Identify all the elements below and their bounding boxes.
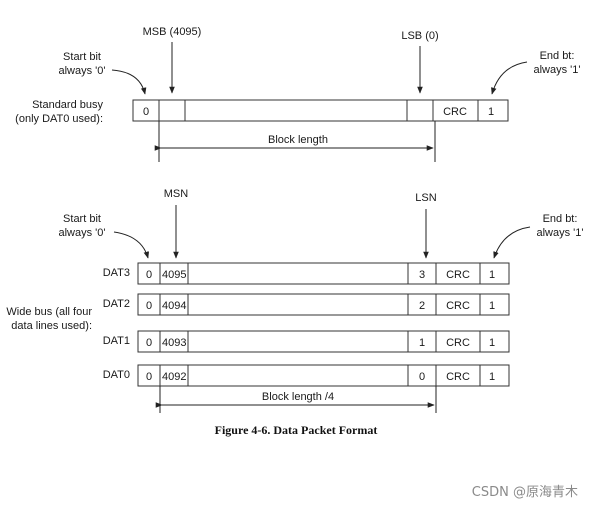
top-msb-label: MSB (4095) <box>143 26 202 38</box>
bottom-section: Start bit always '0' MSN LSN End bt: alw… <box>6 188 584 413</box>
top-end-bit-label-line1: End bt: <box>540 50 575 62</box>
cell-msn-text: 4092 <box>162 371 186 383</box>
bottom-row-dat2: DAT2 0 4094 2 CRC 1 <box>103 293 510 316</box>
top-cell-end-text: 1 <box>488 106 494 118</box>
cell-crc-text: CRC <box>446 269 470 281</box>
bottom-row-dat3: DAT3 0 4095 3 CRC 1 <box>103 262 510 285</box>
cell-end-text: 1 <box>489 300 495 312</box>
cell-lsn-text: 3 <box>419 269 425 281</box>
top-start-bit-curved-arrow <box>111 69 147 95</box>
top-row-label-line2: (only DAT0 used): <box>15 113 103 125</box>
cell-msn-text: 4093 <box>162 337 186 349</box>
cell-start-text: 0 <box>146 371 152 383</box>
bottom-group-label-line1: Wide bus (all four <box>6 306 92 318</box>
cell-data <box>187 293 409 316</box>
top-block-length-label: Block length <box>268 134 328 146</box>
top-end-bit-label-line2: always '1' <box>534 64 581 76</box>
bottom-row-dat0: DAT0 0 4092 0 CRC 1 <box>103 364 510 387</box>
cell-end-text: 1 <box>489 269 495 281</box>
cell-msn-text: 4095 <box>162 269 186 281</box>
top-cell-end <box>477 99 509 122</box>
cell-end <box>479 262 510 285</box>
top-start-bit-label-line1: Start bit <box>63 51 101 63</box>
bottom-msn-label: MSN <box>164 188 189 200</box>
row-name: DAT0 <box>103 369 130 381</box>
bottom-start-bit-label-line1: Start bit <box>63 213 101 225</box>
top-cell-data <box>184 99 408 122</box>
top-start-bit-label-line2: always '0' <box>59 65 106 77</box>
top-end-bit-curved-arrow <box>491 61 528 95</box>
cell-data <box>187 364 409 387</box>
top-cell-crc-text: CRC <box>443 106 467 118</box>
cell-start-text: 0 <box>146 337 152 349</box>
top-lsb-label: LSB (0) <box>401 30 438 42</box>
bottom-end-bit-label-line2: always '1' <box>537 227 584 239</box>
bottom-start-bit-label-line2: always '0' <box>59 227 106 239</box>
cell-lsn-text: 2 <box>419 300 425 312</box>
row-name: DAT3 <box>103 267 130 279</box>
bottom-block-length-label: Block length /4 <box>262 391 334 403</box>
bottom-row-dat1: DAT1 0 4093 1 CRC 1 <box>103 330 510 353</box>
top-cell-start-text: 0 <box>143 106 149 118</box>
top-cell-msb <box>158 99 186 122</box>
cell-start-text: 0 <box>146 300 152 312</box>
top-section: Start bit always '0' MSB (4095) LSB (0) … <box>15 26 581 162</box>
cell-lsn-text: 0 <box>419 371 425 383</box>
cell-end <box>479 293 510 316</box>
cell-end <box>479 364 510 387</box>
figure-caption: Figure 4-6. Data Packet Format <box>215 423 378 437</box>
cell-msn-text: 4094 <box>162 300 186 312</box>
cell-end-text: 1 <box>489 371 495 383</box>
cell-crc-text: CRC <box>446 371 470 383</box>
top-cell-lsb <box>406 99 434 122</box>
cell-crc-text: CRC <box>446 300 470 312</box>
bottom-lsn-label: LSN <box>415 192 436 204</box>
row-name: DAT1 <box>103 335 130 347</box>
cell-end-text: 1 <box>489 337 495 349</box>
bottom-end-bit-curved-arrow <box>493 226 531 259</box>
cell-crc-text: CRC <box>446 337 470 349</box>
cell-data <box>187 262 409 285</box>
cell-data <box>187 330 409 353</box>
cell-end <box>479 330 510 353</box>
cell-lsn-text: 1 <box>419 337 425 349</box>
watermark: CSDN @原海青木 <box>472 485 578 500</box>
bottom-start-bit-curved-arrow <box>113 231 150 259</box>
cell-start-text: 0 <box>146 269 152 281</box>
top-packet-row: 0 CRC 1 <box>132 99 509 122</box>
row-name: DAT2 <box>103 298 130 310</box>
bottom-group-label-line2: data lines used): <box>11 320 92 332</box>
top-row-label-line1: Standard busy <box>32 99 103 111</box>
bottom-end-bit-label-line1: End bt: <box>543 213 578 225</box>
